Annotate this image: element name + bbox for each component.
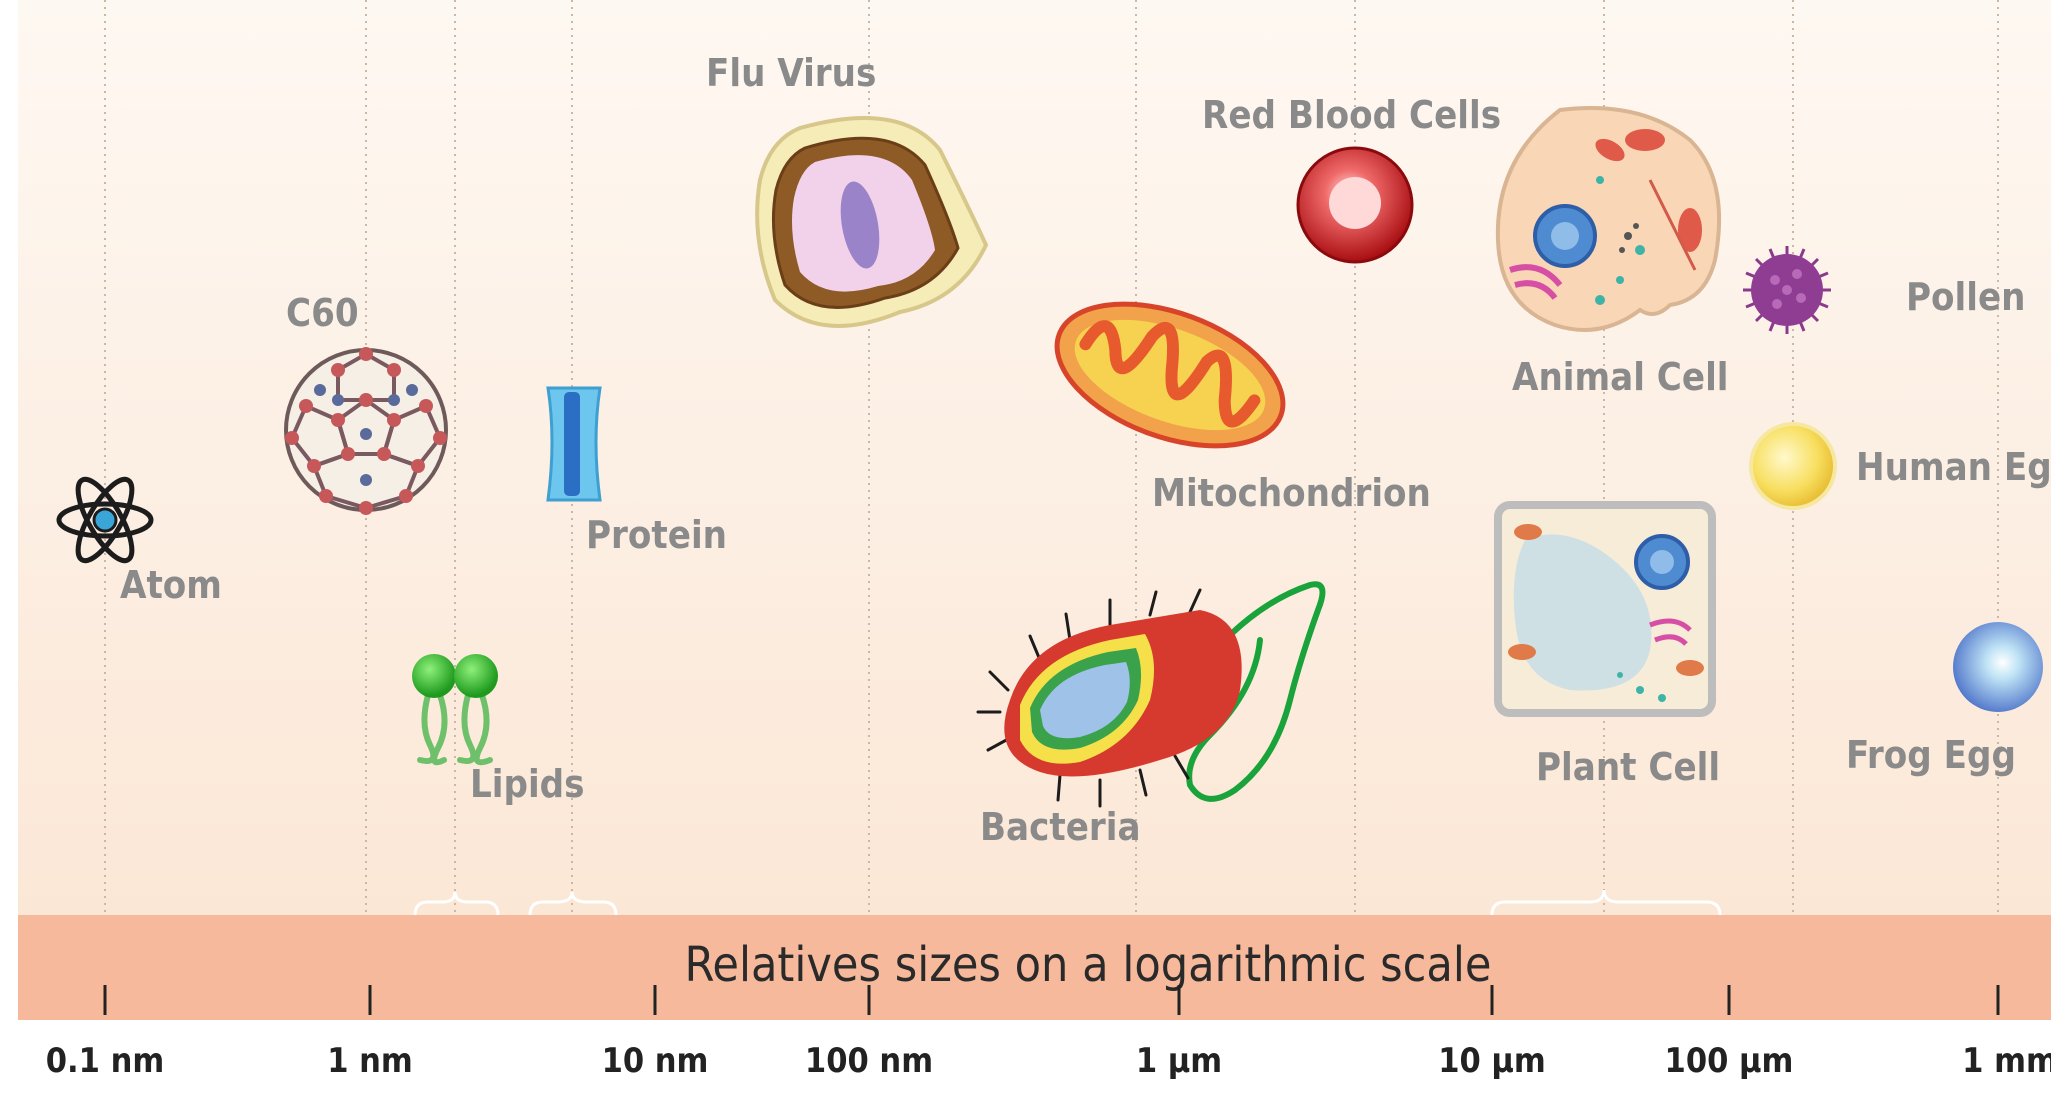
tick-label: 0.1 nm (46, 1041, 165, 1081)
tick-label: 10 µm (1438, 1041, 1546, 1081)
frog-egg-label: Frog Egg (1846, 733, 2016, 777)
human-egg-label: Human Egg (1856, 445, 2051, 489)
protein-icon (548, 388, 600, 500)
frog-egg-icon (1953, 622, 2043, 712)
human-egg-icon (1751, 424, 1835, 508)
red-blood-cells-label: Red Blood Cells (1202, 93, 1501, 137)
red-blood-cell-icon (1298, 148, 1412, 262)
mitochondrion-label: Mitochondrion (1152, 471, 1431, 515)
pollen-icon (1743, 246, 1831, 334)
atom-label: Atom (120, 563, 222, 607)
lipids-label: Lipids (470, 762, 585, 806)
bacteria-label: Bacteria (980, 805, 1141, 849)
plant-cell-icon (1498, 505, 1712, 713)
animal-cell-label: Animal Cell (1512, 355, 1729, 399)
pollen-label: Pollen (1906, 275, 2026, 319)
tick-label: 1 nm (327, 1041, 413, 1081)
banner-title: Relatives sizes on a logarithmic scale (685, 937, 1492, 993)
tick-label: 1 µm (1136, 1041, 1222, 1081)
plant-cell-label: Plant Cell (1536, 745, 1720, 789)
protein-label: Protein (586, 513, 727, 557)
tick-label: 100 nm (805, 1041, 933, 1081)
c60-label: C60 (286, 291, 359, 335)
flu-virus-label: Flu Virus (706, 51, 876, 95)
tick-label: 100 µm (1665, 1041, 1794, 1081)
tick-label: 1 mm (1962, 1041, 2051, 1081)
animal-cell-icon (1498, 108, 1719, 330)
tick-label: 10 nm (602, 1041, 709, 1081)
